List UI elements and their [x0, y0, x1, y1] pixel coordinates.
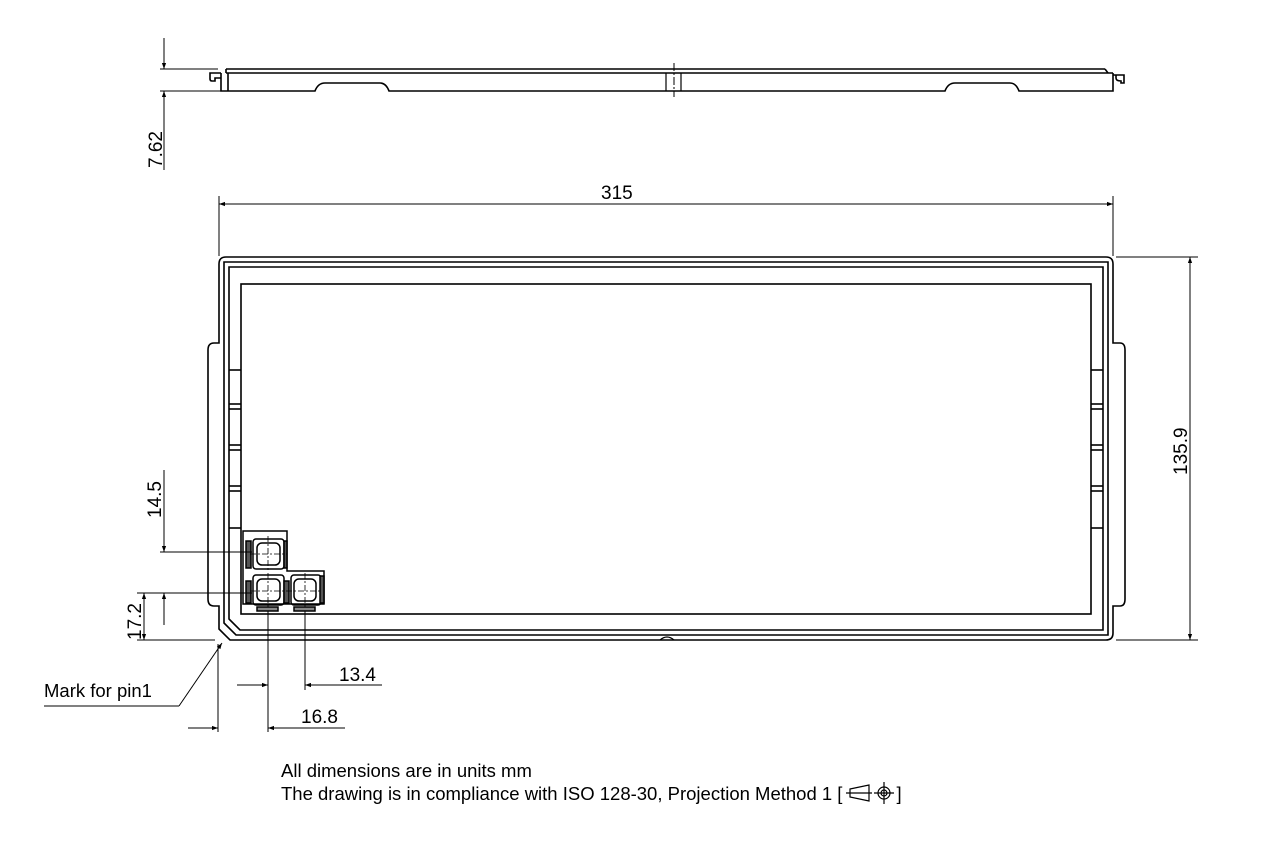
pin1-leader	[44, 642, 223, 707]
dim-width-label: 315	[601, 183, 633, 204]
compliance-suffix: ]	[896, 783, 902, 804]
dim-pin-x-offset-label: 16.8	[301, 707, 338, 728]
side-view	[209, 63, 1125, 97]
connector-group	[242, 530, 325, 612]
top-view	[207, 256, 1126, 641]
connector-centerlines	[250, 536, 322, 607]
dim-width	[218, 196, 1114, 256]
first-angle-projection-icon	[846, 782, 895, 804]
units-note: All dimensions are in units mm	[281, 760, 532, 781]
dim-depth	[1116, 256, 1198, 641]
dim-height-label: 7.62	[146, 131, 167, 168]
dim-depth-label: 135.9	[1171, 427, 1192, 475]
compliance-text: The drawing is in compliance with ISO 12…	[281, 783, 843, 804]
dim-pin-y	[137, 470, 252, 641]
dim-pin-x	[188, 611, 382, 732]
dim-pin-y-lower-label: 17.2	[125, 603, 146, 640]
dim-pin-y-upper-label: 14.5	[145, 481, 166, 518]
dim-height	[160, 38, 222, 170]
dim-pin-x-pitch-label: 13.4	[339, 665, 376, 686]
compliance-note: The drawing is in compliance with ISO 12…	[281, 782, 902, 805]
pin1-mark-label: Mark for pin1	[44, 680, 152, 701]
